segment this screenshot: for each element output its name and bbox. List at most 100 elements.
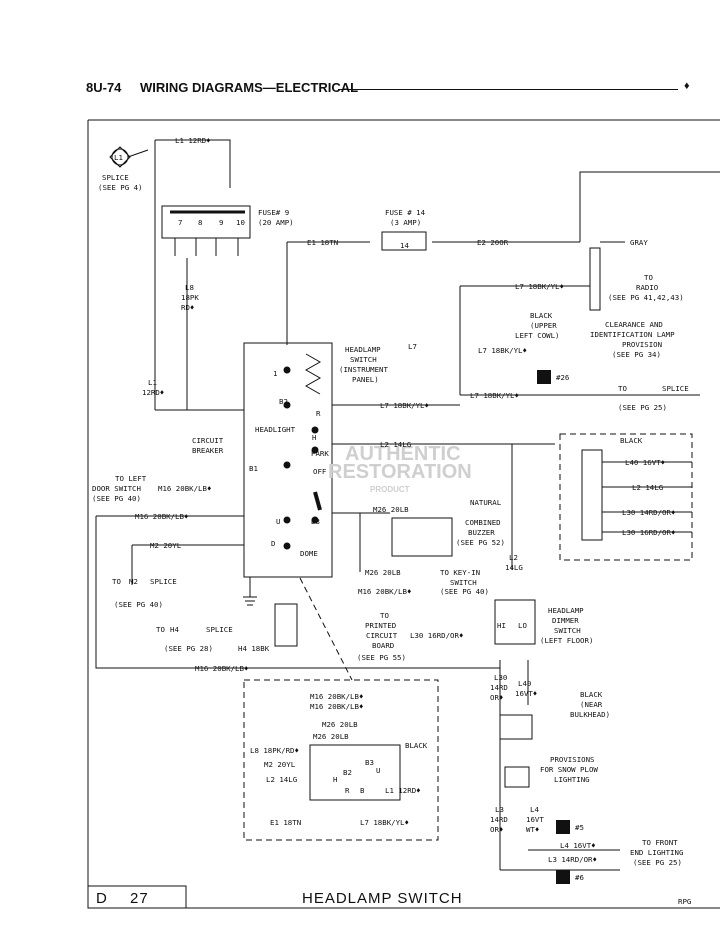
label-see40: (SEE PG 40) bbox=[114, 600, 163, 609]
label-sw-b2: B2 bbox=[279, 397, 288, 406]
label-conn-m26-a: M26 20LB bbox=[322, 720, 358, 729]
label-l3-b: 14RD bbox=[490, 815, 508, 824]
label-black-bulk-a: BLACK bbox=[580, 690, 603, 699]
label-splice-m2: SPLICE bbox=[150, 577, 177, 586]
fuse9-block bbox=[161, 205, 251, 239]
label-l2-14lg-conn: L2 14LG bbox=[632, 483, 663, 492]
splice-l1-link bbox=[127, 149, 149, 158]
label-conn-h: H bbox=[333, 775, 337, 784]
label-l2-14lg: L2 14LG bbox=[380, 440, 411, 449]
label-see25: (SEE PG 25) bbox=[618, 403, 667, 412]
label-conn-m16-b: M16 20BK/LB♦ bbox=[310, 702, 363, 711]
label-conn-m2: M2 20YL bbox=[264, 760, 296, 769]
label-l4-16vt: L4 16VT♦ bbox=[560, 841, 596, 850]
label-to-h4: TO bbox=[156, 625, 165, 634]
label-l7-18bk-yl-mid: L7 18BK/YL♦ bbox=[478, 346, 527, 355]
footer-title: HEADLAMP SWITCH bbox=[302, 890, 463, 907]
label-m2-bubble: M2 bbox=[129, 577, 138, 586]
label-black-upper-c: LEFT COWL) bbox=[515, 331, 560, 340]
label-splice-see4-a: SPLICE bbox=[102, 173, 129, 182]
right-connector-leads bbox=[602, 461, 692, 533]
wire-m16-loop bbox=[95, 516, 500, 669]
label-clearance-b: IDENTIFICATION LAMP bbox=[590, 330, 675, 339]
label-natural: NATURAL bbox=[470, 498, 502, 507]
connector-pointer bbox=[299, 577, 353, 681]
label-l1-12rd-left-a: L1 bbox=[148, 378, 157, 387]
label-snow-c: LIGHTING bbox=[554, 775, 590, 784]
label-snow-b: FOR SNOW PLOW bbox=[540, 765, 598, 774]
label-conn-m26-b: M26 20LB bbox=[313, 732, 349, 741]
label-l30-16rd-or: L30 16RD/OR♦ bbox=[622, 528, 675, 537]
label-hl-switch-b: SWITCH bbox=[350, 355, 377, 364]
label-conn-l7: L7 18BK/YL♦ bbox=[360, 818, 409, 827]
label-l2-vert-a: L2 bbox=[509, 553, 518, 562]
diagram-labels: L1 12RD♦ L1 SPLICE (SEE PG 4) 7 8 9 10 F… bbox=[92, 136, 689, 882]
label-m16-b: M16 20BK/LB♦ bbox=[135, 512, 188, 521]
label-conn-b: B bbox=[360, 786, 365, 795]
label-headlight: HEADLIGHT bbox=[255, 425, 296, 434]
label-to-printed-e: (SEE PG 55) bbox=[357, 653, 406, 662]
label-e2-20or: E2 20OR bbox=[477, 238, 509, 247]
label-hi: HI bbox=[497, 621, 506, 630]
dimmer-switch bbox=[494, 599, 536, 645]
bottom-connector-box bbox=[243, 679, 439, 841]
label-fuse14-b: (3 AMP) bbox=[390, 218, 421, 227]
label-to-left-door-c: (SEE PG 40) bbox=[92, 494, 141, 503]
label-l7-right: L7 18BK/YL♦ bbox=[470, 391, 519, 400]
label-conn-l2: L2 14LG bbox=[266, 775, 297, 784]
header-end-mark: ♦ bbox=[684, 80, 690, 92]
label-to-splice-l7: TO bbox=[618, 384, 627, 393]
label-l1-12rd-left-b: 12RD♦ bbox=[142, 388, 164, 397]
label-conn-m16-a: M16 20BK/LB♦ bbox=[310, 692, 363, 701]
label-sw-1: 1 bbox=[273, 369, 277, 378]
label-l40-16vt: L40 16VT♦ bbox=[625, 458, 665, 467]
wire-l1-top bbox=[155, 139, 231, 188]
label-l3-c: OR♦ bbox=[490, 825, 503, 834]
switch-ground-clip bbox=[274, 603, 298, 647]
label-fuse-num-10: 10 bbox=[236, 218, 245, 227]
label-m26-20lb-b: M26 20LB bbox=[365, 568, 401, 577]
label-l3-a: L3 bbox=[495, 805, 504, 814]
label-circuit-breaker-b: BREAKER bbox=[192, 446, 224, 455]
label-sw-b3: B3 bbox=[311, 517, 320, 526]
label-h4-bubble: H4 bbox=[170, 625, 179, 634]
label-conn-black: BLACK bbox=[405, 741, 428, 750]
label-park: PARK bbox=[311, 449, 329, 458]
label-m26-20lb: M26 20LB bbox=[373, 505, 409, 514]
label-dimmer-a: HEADLAMP bbox=[548, 606, 584, 615]
label-to-m2: TO bbox=[112, 577, 121, 586]
label-clearance-c: PROVISION bbox=[622, 340, 662, 349]
label-off: OFF bbox=[313, 467, 327, 476]
label-combined-buzzer-c: (SEE PG 52) bbox=[456, 538, 505, 547]
label-to-front-a: TO FRONT bbox=[642, 838, 678, 847]
ground-6-box bbox=[556, 870, 570, 884]
label-lo: LO bbox=[518, 621, 527, 630]
section-title: WIRING DIAGRAMS—ELECTRICAL bbox=[140, 80, 359, 95]
label-fuse-num-7: 7 bbox=[178, 218, 182, 227]
label-sw-h: H bbox=[312, 433, 316, 442]
label-see40-b: (SEE PG 40) bbox=[440, 587, 489, 596]
label-sw-b1: B1 bbox=[249, 464, 258, 473]
label-gray: GRAY bbox=[630, 238, 648, 247]
dimmer-leads bbox=[499, 660, 529, 870]
label-black-bulk-b: (NEAR bbox=[580, 700, 603, 709]
label-splice-h4: SPLICE bbox=[206, 625, 233, 634]
label-l30-a: L30 bbox=[494, 673, 507, 682]
label-snow-a: PROVISIONS bbox=[550, 755, 595, 764]
label-to-front-b: END LIGHTING bbox=[630, 848, 683, 857]
label-conn-l8: L8 18PK/RD♦ bbox=[250, 746, 299, 755]
label-conn-b2: B2 bbox=[343, 768, 352, 777]
label-m2-20yl: M2 20YL bbox=[150, 541, 182, 550]
label-black-upper-b: (UPPER bbox=[530, 321, 557, 330]
label-to-left-door-a: TO LEFT bbox=[115, 474, 147, 483]
switch-ground bbox=[243, 577, 257, 606]
footer-ref: RPG bbox=[678, 897, 691, 906]
watermark-line3: PRODUCT bbox=[370, 485, 410, 494]
wire-e2-up bbox=[579, 171, 720, 242]
label-l7-row: L7 18BK/YL♦ bbox=[380, 401, 429, 410]
label-clearance-a: CLEARANCE AND bbox=[605, 320, 663, 329]
label-to-front-c: (SEE PG 25) bbox=[633, 858, 682, 867]
label-dimmer-c: SWITCH bbox=[554, 626, 581, 635]
label-conn-l1: L1 12RD♦ bbox=[385, 786, 421, 795]
